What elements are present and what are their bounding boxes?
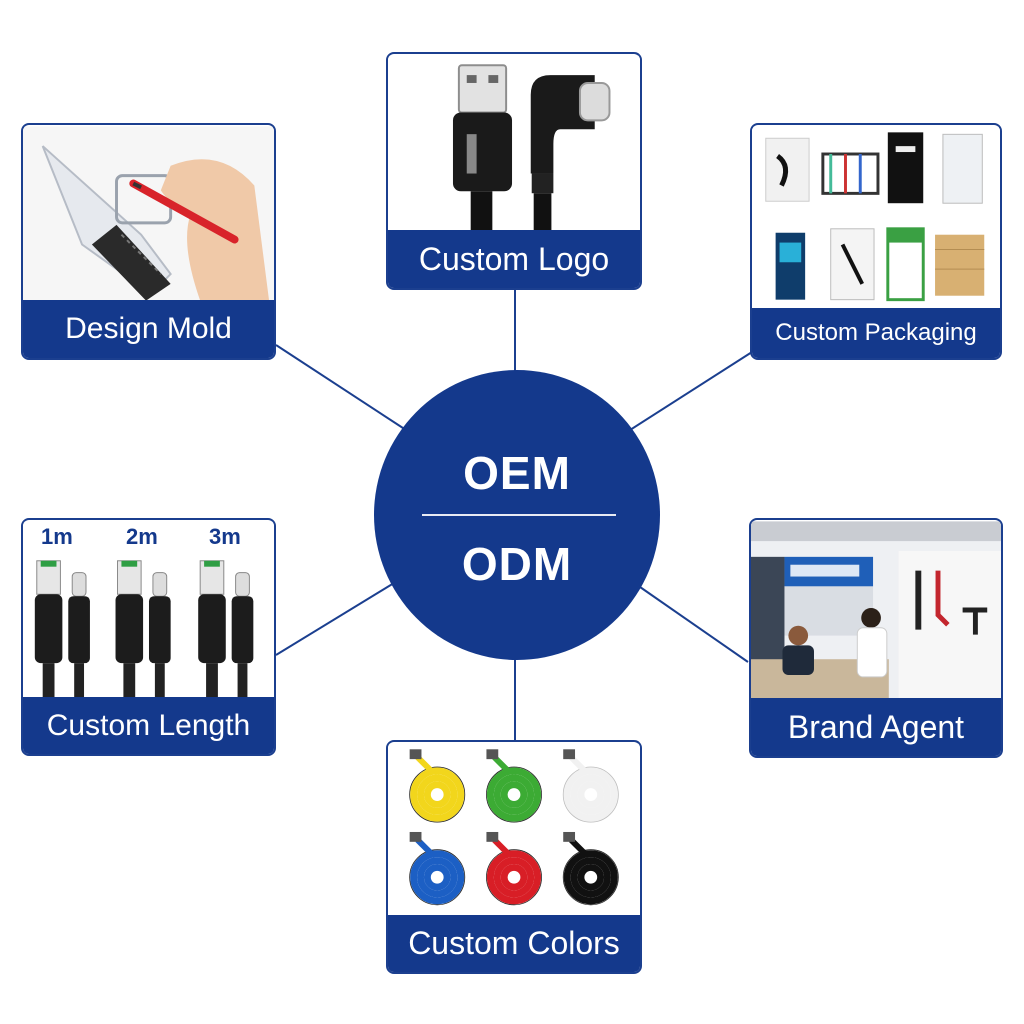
length-tag-3: 3m xyxy=(209,524,241,549)
custom-logo-image xyxy=(388,54,640,234)
cable-coil-swatch xyxy=(486,831,542,906)
custom-logo-label: Custom Logo xyxy=(388,230,640,288)
hub-oem-text: OEM xyxy=(463,447,571,499)
connector-design-mold xyxy=(275,344,407,431)
cable-pair-1 xyxy=(34,560,90,699)
oem-odm-hub: OEM ODM xyxy=(374,370,660,660)
length-tag-2: 2m xyxy=(126,524,158,549)
custom-length-image: 1m 2m 3m xyxy=(23,520,274,700)
cable-coil-swatch xyxy=(486,749,542,823)
card-custom-logo: Custom Logo xyxy=(386,52,642,290)
connector-brand-agent xyxy=(639,586,749,663)
card-custom-packaging: Custom Packaging xyxy=(750,123,1002,360)
cable-coil-swatch xyxy=(562,749,619,823)
cable-pair-3 xyxy=(198,560,254,699)
cable-coil-swatch xyxy=(562,831,619,906)
custom-colors-label: Custom Colors xyxy=(388,915,640,972)
custom-packaging-label: Custom Packaging xyxy=(752,308,1000,358)
custom-length-label: Custom Length xyxy=(23,697,274,754)
design-mold-label: Design Mold xyxy=(23,300,274,358)
length-tag-1: 1m xyxy=(41,524,73,549)
brand-agent-image xyxy=(751,520,1001,700)
connector-custom-packaging xyxy=(629,351,753,431)
hub-divider xyxy=(422,514,616,516)
coiled-cables-group xyxy=(388,743,640,918)
cable-coil-swatch xyxy=(409,831,466,906)
card-brand-agent: Brand Agent xyxy=(749,518,1003,758)
connector-custom-length xyxy=(275,582,395,656)
cable-pair-2 xyxy=(115,560,171,699)
design-mold-image xyxy=(23,125,274,302)
custom-packaging-image xyxy=(752,125,1000,308)
card-design-mold: Design Mold xyxy=(21,123,276,360)
cable-coil-swatch xyxy=(409,749,466,823)
card-custom-colors: Custom Colors xyxy=(386,740,642,974)
hub-odm-text: ODM xyxy=(461,538,573,590)
custom-colors-image xyxy=(388,742,640,919)
brand-agent-label: Brand Agent xyxy=(751,698,1001,756)
card-custom-length: 1m 2m 3m Custom Length xyxy=(21,518,276,756)
